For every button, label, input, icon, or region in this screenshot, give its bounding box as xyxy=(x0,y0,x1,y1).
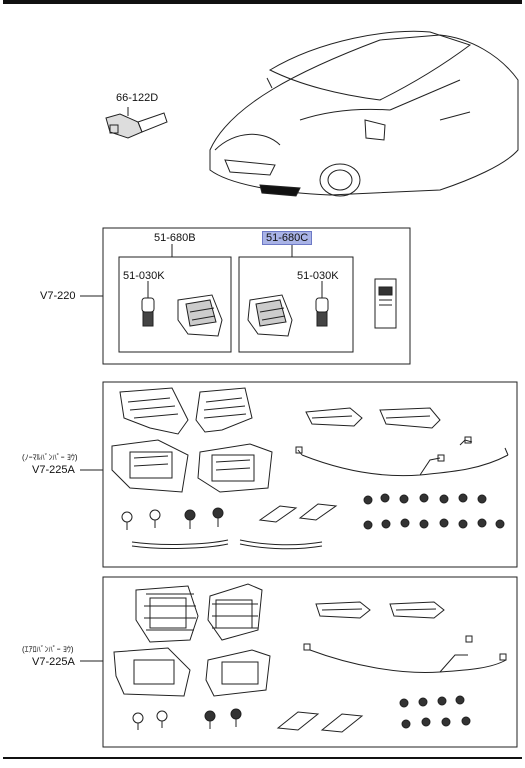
fog-lamp-b-icon xyxy=(247,294,293,337)
clip-set-aero-icon xyxy=(399,695,471,729)
v7-225a-normal-label: V7-225A xyxy=(32,464,75,476)
v7-220-group-label: V7-220 xyxy=(40,290,76,302)
kit-b-box xyxy=(238,256,354,353)
fog-lamp-a-icon xyxy=(177,294,223,337)
bulb-a-part-label: 51-030K xyxy=(123,270,165,282)
aero-cover-left-icon xyxy=(113,647,191,697)
fog-bezel-upper-left-icon xyxy=(119,387,189,435)
v7-225a-normal-box xyxy=(102,381,518,568)
screw-set-aero-icon xyxy=(132,708,242,730)
aero-grille-right-icon xyxy=(207,583,263,641)
fog-bezel-upper-right-icon xyxy=(195,387,253,433)
screw-set-normal-icon xyxy=(121,507,224,530)
combination-switch-icon xyxy=(105,107,168,139)
aero-grille-left-icon xyxy=(135,585,199,643)
kit-a-part-label: 51-680B xyxy=(154,232,196,244)
kit-a-box xyxy=(118,256,232,353)
wire-harness-aero-icon xyxy=(303,635,507,673)
switch-part-label: 66-122D xyxy=(116,92,159,104)
aero-cover-right-icon xyxy=(205,649,271,697)
wire-harness-normal-icon xyxy=(295,436,509,477)
aero-drl-lamp-right-icon xyxy=(389,601,445,619)
bulb-b-part-label: 51-030K xyxy=(297,270,339,282)
bulb-b-icon xyxy=(315,281,329,327)
drl-lamp-left-icon xyxy=(305,407,363,427)
top-border xyxy=(3,0,522,4)
instruction-sheet-icon xyxy=(374,278,397,329)
pad-set-normal-icon xyxy=(258,503,338,523)
aero-drl-lamp-left-icon xyxy=(315,601,371,619)
pad-set-aero-icon xyxy=(276,711,364,733)
v7-220-kit-box xyxy=(102,227,411,365)
clip-set-normal-icon xyxy=(363,493,505,530)
bottom-border xyxy=(3,757,522,759)
trim-strip-normal-icon xyxy=(131,539,323,550)
fog-cover-right-icon xyxy=(197,443,273,493)
car-illustration xyxy=(209,30,519,197)
fog-cover-left-icon xyxy=(111,439,189,493)
drl-lamp-right-icon xyxy=(379,407,441,429)
v7-225a-aero-label: V7-225A xyxy=(32,656,75,668)
normal-bumper-note: (ﾉｰﾏﾙﾊﾞﾝﾊﾟｰ ﾖｳ) xyxy=(22,453,78,462)
v7-225a-aero-box xyxy=(102,576,518,748)
aero-bumper-note: (ｴｱﾛﾊﾞﾝﾊﾟｰ ﾖｳ) xyxy=(22,645,74,654)
kit-b-part-label-highlighted: 51-680C xyxy=(262,231,313,245)
bulb-a-icon xyxy=(141,281,155,327)
